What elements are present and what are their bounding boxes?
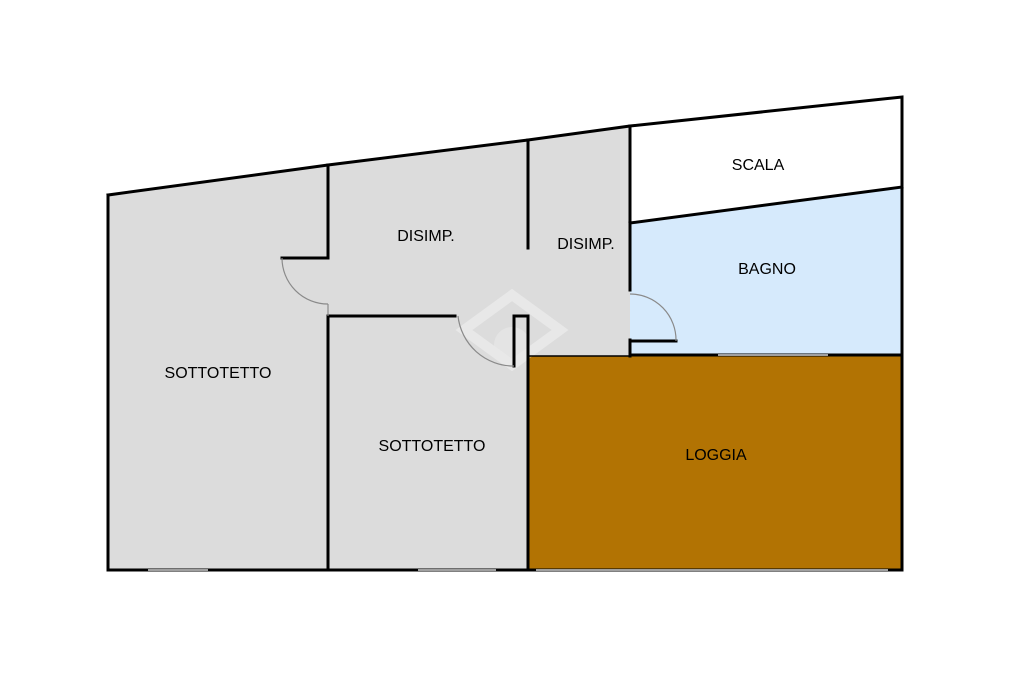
label-sottotetto-center: SOTTOTETTO <box>379 438 486 455</box>
label-scala: SCALA <box>732 157 785 174</box>
watermark-logo <box>455 288 569 372</box>
room-loggia <box>528 355 902 570</box>
door-arc-left <box>281 257 329 305</box>
door-arc-center <box>457 315 515 367</box>
room-bagno <box>630 187 902 355</box>
room-scala <box>630 97 902 223</box>
room-disimp-right <box>528 126 630 356</box>
room-sottotetto-center <box>328 316 528 570</box>
room-sottotetto-left <box>108 165 328 570</box>
door-swings <box>281 257 677 367</box>
label-disimp-right: DISIMP. <box>557 236 615 253</box>
room-disimp-left <box>328 140 528 356</box>
label-sottotetto-left: SOTTOTETTO <box>165 365 272 382</box>
label-loggia: LOGGIA <box>685 447 747 464</box>
label-disimp-left: DISIMP. <box>397 228 455 245</box>
windows <box>148 354 888 571</box>
label-bagno: BAGNO <box>738 261 796 278</box>
door-arc-right <box>629 293 677 342</box>
walls <box>106 95 904 572</box>
